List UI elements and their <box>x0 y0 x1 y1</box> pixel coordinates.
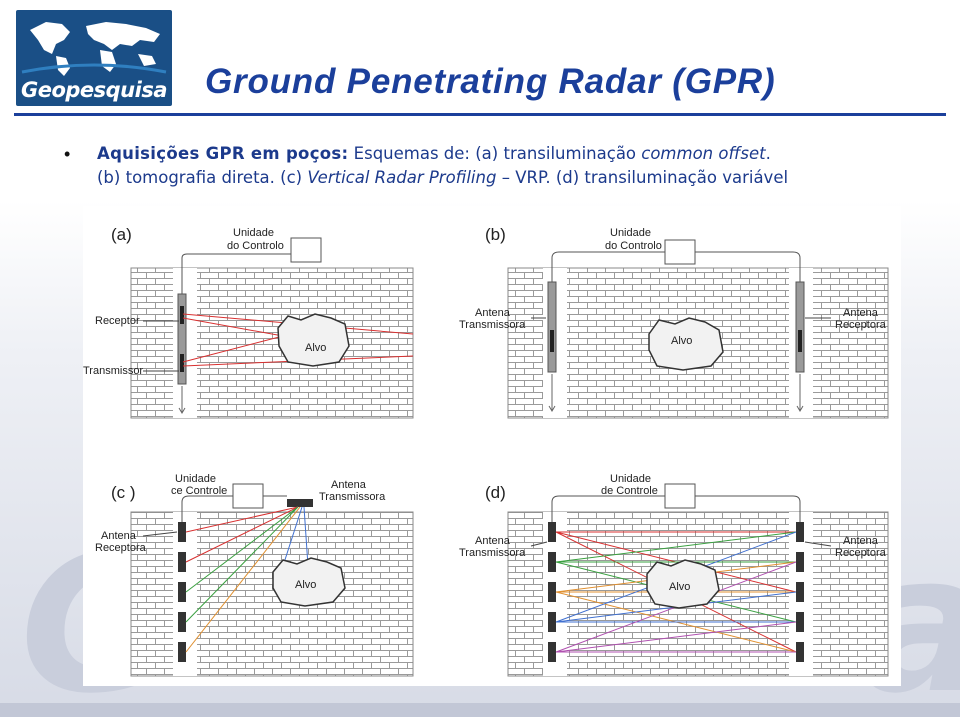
panel-b-rx-label-1: Antena <box>843 307 879 319</box>
body-text-1-end: . <box>765 144 771 163</box>
panel-b-tx-label-2: Transmissora <box>459 319 526 331</box>
panel-d-tx-label-2: Transmissora <box>459 547 526 559</box>
panel-c-tx-label-2: Transmissora <box>319 491 386 503</box>
title-underline <box>14 113 946 116</box>
panel-d-target <box>646 559 720 609</box>
figure-svg: (a) Unidade do Controlo Receptor Transmi… <box>83 225 889 677</box>
panel-b-tx-probe <box>547 281 557 373</box>
panel-a-unit-label-2: do Controlo <box>227 240 284 252</box>
panel-d-control-unit <box>664 483 696 509</box>
panel-d-tx-label-1: Antena <box>475 535 511 547</box>
panel-c-tx-antenna <box>287 499 313 507</box>
body-text-1: Esquemas de: (a) transiluminação <box>348 144 642 163</box>
body-text-2-end: – VRP. (d) transiluminação variável <box>496 168 789 187</box>
panel-d-tx-string <box>548 522 556 662</box>
panel-a-receptor-label: Receptor <box>95 315 140 327</box>
panel-a-transmissor-label: Transmissor <box>83 365 143 377</box>
panel-b-alvo: Alvo <box>671 335 692 347</box>
panel-a-control-unit <box>290 237 322 263</box>
panel-d-alvo: Alvo <box>669 581 690 593</box>
panel-c-control-unit <box>232 483 264 509</box>
body-heading: Aquisições GPR em poços: <box>97 144 349 163</box>
world-map-icon <box>21 22 167 76</box>
body-italic-1: common offset <box>641 144 766 163</box>
panel-c-unit-label-1: Unidade <box>175 473 216 485</box>
panel-d-letter: (d) <box>485 483 506 502</box>
panel-c-rx-label-2: Receptora <box>95 542 147 554</box>
gpr-borehole-figure: (a) Unidade do Controlo Receptor Transmi… <box>83 206 901 686</box>
panel-d: Alvo (d) Unidade de Controle Antena Tran… <box>459 473 889 677</box>
panel-b: (b) Unidade do Controlo Antena Transmiss… <box>459 225 889 419</box>
panel-d-rx-string <box>796 522 804 662</box>
body-line-1: Aquisições GPR em poços: Esquemas de: (a… <box>97 144 771 163</box>
panel-b-target <box>648 317 724 371</box>
panel-a-unit-label-1: Unidade <box>233 227 274 239</box>
panel-b-unit-label-1: Unidade <box>610 227 651 239</box>
panel-c-unit-label-2: ce Controle <box>171 485 227 497</box>
panel-d-rx-label-1: Antena <box>843 535 879 547</box>
panel-c-letter: (c ) <box>111 483 136 502</box>
panel-b-control-unit <box>664 239 696 265</box>
panel-c-alvo: Alvo <box>295 579 316 591</box>
panel-c-tx-label-1: Antena <box>331 479 367 491</box>
panel-c: Alvo (c ) Unidade ce Controle Antena Tra… <box>95 473 414 677</box>
panel-b-tx-label-1: Antena <box>475 307 511 319</box>
panel-c-rx-label-1: Antena <box>101 530 137 542</box>
panel-b-letter: (b) <box>485 225 506 244</box>
panel-a-target <box>277 313 350 367</box>
panel-a: (a) Unidade do Controlo Receptor Transmi… <box>83 225 414 419</box>
slide-title: Ground Penetrating Radar (GPR) <box>205 62 776 101</box>
panel-c-receiver-string <box>178 522 186 662</box>
bullet-dot: • <box>64 144 71 164</box>
body-line-2: (b) tomografia direta. (c) Vertical Rada… <box>97 168 788 187</box>
panel-b-rx-probe <box>795 281 805 373</box>
body-italic-2: Vertical Radar Profiling <box>307 168 497 187</box>
panel-d-unit-label-1: Unidade <box>610 473 651 485</box>
panel-a-alvo: Alvo <box>305 342 326 354</box>
logo-text: Geopesquisa <box>20 78 168 102</box>
panel-b-unit-label-2: do Controlo <box>605 240 662 252</box>
panel-d-unit-label-2: de Controle <box>601 485 658 497</box>
body-text-2: (b) tomografia direta. (c) <box>97 168 308 187</box>
geopesquisa-logo: Geopesquisa <box>16 10 172 106</box>
panel-a-letter: (a) <box>111 225 132 244</box>
panel-d-rx-label-2: Receptora <box>835 547 887 559</box>
panel-b-rx-label-2: Receptora <box>835 319 887 331</box>
panel-c-target <box>272 557 346 607</box>
